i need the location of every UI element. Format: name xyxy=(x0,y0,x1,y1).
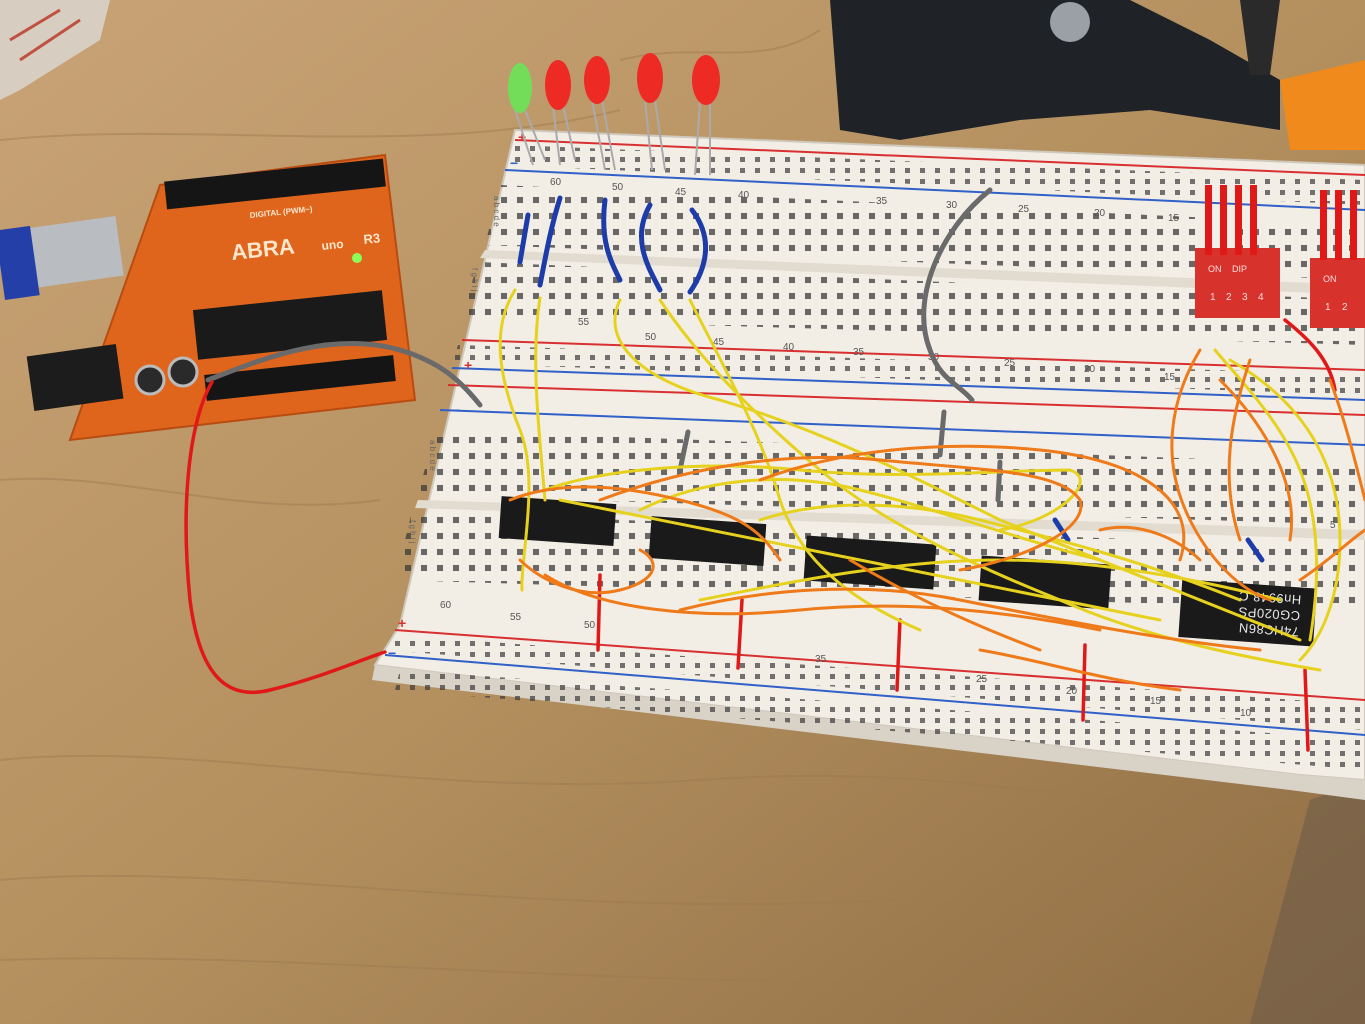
rail-minus-top: − xyxy=(510,155,518,171)
column-number: 35 xyxy=(876,196,888,207)
capacitor xyxy=(167,356,199,388)
led-red-3 xyxy=(637,53,666,171)
led-green xyxy=(508,63,546,166)
column-number: 20 xyxy=(1084,364,1096,375)
rail-plus-bottom: + xyxy=(398,615,406,631)
dip-position: 2 xyxy=(1226,292,1232,303)
led-red-1 xyxy=(545,60,576,166)
dip-position: 1 xyxy=(1325,302,1331,313)
led-red-2 xyxy=(584,56,616,171)
column-number: 25 xyxy=(976,674,988,685)
column-number: 55 xyxy=(578,317,590,328)
column-number: 15 xyxy=(1164,372,1176,383)
chip-text-line2: CG020PS xyxy=(1238,604,1301,623)
gray-jumper-wires xyxy=(205,187,1003,503)
wood-grain xyxy=(0,29,1301,983)
rail-plus-top: + xyxy=(518,129,526,145)
digital-header xyxy=(164,158,386,210)
wire-stripper-tool xyxy=(830,0,1365,150)
row-letters-block2: f g h i j xyxy=(470,268,479,292)
dip-switch-2: ON 1 2 xyxy=(1310,190,1365,328)
column-number: 40 xyxy=(738,190,750,201)
analog-header xyxy=(204,355,396,401)
column-number: 5 xyxy=(1330,520,1336,531)
arduino-model: uno xyxy=(321,237,344,253)
row-letters-top: a b c d e xyxy=(492,196,501,227)
column-number: 20 xyxy=(1094,208,1106,219)
capacitor xyxy=(134,364,166,396)
dip-position: 2 xyxy=(1342,302,1348,313)
dip-on-label: ON xyxy=(1208,264,1222,274)
rail-plus-mid: + xyxy=(464,357,472,373)
column-number: 15 xyxy=(1168,213,1180,224)
row-letters-block4: f g h i j xyxy=(408,520,417,544)
column-number: 25 xyxy=(1018,204,1030,215)
column-number: 60 xyxy=(550,177,562,188)
tool-handle xyxy=(1280,60,1365,150)
column-number: 15 xyxy=(1150,696,1162,707)
power-jack xyxy=(26,343,124,411)
column-number: 25 xyxy=(1004,358,1016,369)
column-number: 50 xyxy=(645,332,657,343)
column-number: 40 xyxy=(783,342,795,353)
arduino-board: ABRA uno R3 DIGITAL (PWM~) xyxy=(0,153,417,442)
row-letters-block3: a b c d e xyxy=(428,440,437,471)
dip-on-label: ON xyxy=(1323,274,1337,284)
dip-position: 4 xyxy=(1258,292,1264,303)
ic-chip-4 xyxy=(978,555,1112,610)
breadboard: + − + − + − a b c d e a b c d e f g h i … xyxy=(372,128,1365,800)
usb-port xyxy=(26,216,124,288)
column-number: 45 xyxy=(713,337,725,348)
dip-position: 3 xyxy=(1242,292,1248,303)
table-edge-shadow xyxy=(1250,780,1365,1024)
column-number: 50 xyxy=(584,620,596,631)
led-red-4 xyxy=(692,55,720,176)
column-number: 50 xyxy=(612,182,624,193)
component-box xyxy=(0,0,110,100)
column-number: 35 xyxy=(815,654,827,665)
column-number: 45 xyxy=(675,187,687,198)
column-number: 20 xyxy=(1066,686,1078,697)
rail-minus-bottom: − xyxy=(388,645,396,661)
column-number: 60 xyxy=(440,600,452,611)
column-number: 55 xyxy=(510,612,522,623)
column-number: 10 xyxy=(1240,708,1252,719)
dip-dip-label: DIP xyxy=(1232,264,1247,274)
column-number: 35 xyxy=(853,347,865,358)
ic-chip-1 xyxy=(498,496,617,546)
tool-pivot-bolt xyxy=(1050,2,1090,42)
dip-switch-1: ON DIP 1 2 3 4 xyxy=(1195,185,1280,318)
power-led-icon xyxy=(352,253,362,263)
rail-minus-mid: − xyxy=(452,402,460,418)
arduino-revision: R3 xyxy=(363,230,381,247)
orange-signal-wires xyxy=(508,348,1365,692)
dip-position: 1 xyxy=(1210,292,1216,303)
blue-jumper-wires xyxy=(517,195,1265,563)
ic-chip-2 xyxy=(648,516,767,566)
ic-chip-74hc86: 74HC86N CG020PS Hn9948 C xyxy=(1178,579,1318,647)
red-power-wires xyxy=(184,318,1337,752)
column-number: 30 xyxy=(946,200,958,211)
column-numbers-top: 60 50 45 40 35 30 25 20 15 xyxy=(550,177,1180,224)
column-numbers-bottom: 60 55 50 35 25 20 15 10 5 xyxy=(440,520,1336,719)
